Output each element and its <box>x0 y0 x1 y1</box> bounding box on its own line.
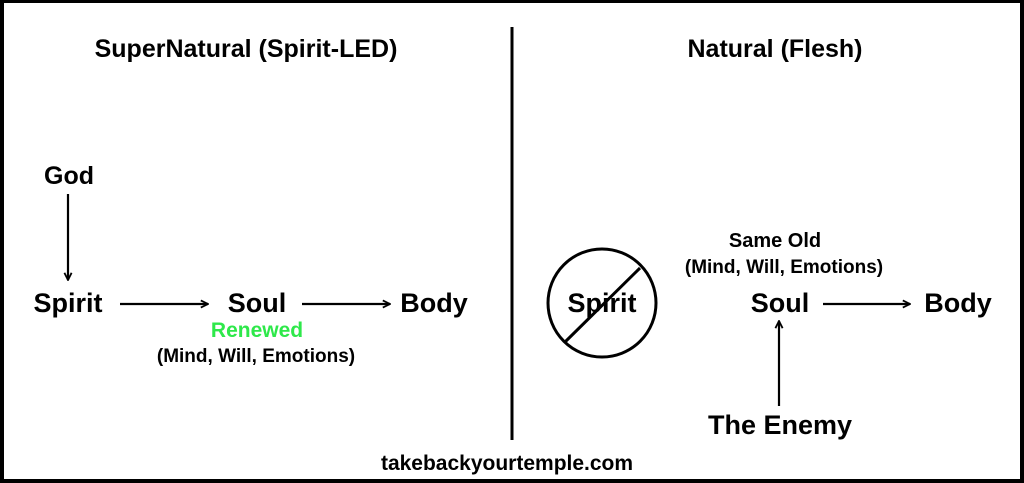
right-panel-title: Natural (Flesh) <box>687 35 863 63</box>
node-soul: Soul <box>227 288 287 318</box>
soul-state-renewed: Renewed <box>210 319 304 342</box>
node-spirit-crossed: Spirit <box>567 288 637 318</box>
soul-state-same-old: Same Old <box>728 230 822 252</box>
node-spirit: Spirit <box>33 288 103 318</box>
node-body-natural: Body <box>924 288 992 318</box>
left-panel-title: SuperNatural (Spirit-LED) <box>94 35 398 63</box>
node-god: God <box>44 162 94 190</box>
node-the-enemy: The Enemy <box>707 410 853 440</box>
node-soul-natural: Soul <box>750 288 810 318</box>
soul-components-right: (Mind, Will, Emotions) <box>684 257 884 278</box>
website-footer: takebackyourtemple.com <box>380 452 634 475</box>
prohibition-circle-icon <box>546 247 658 359</box>
soul-components-left: (Mind, Will, Emotions) <box>156 346 356 367</box>
prohibition-slash <box>563 266 642 344</box>
node-body: Body <box>400 288 468 318</box>
